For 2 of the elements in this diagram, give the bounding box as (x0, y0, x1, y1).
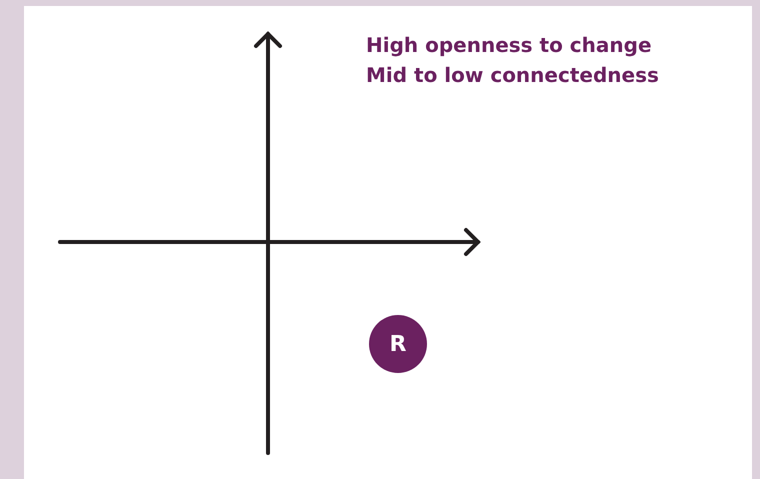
quadrant-label: Mid to low connectedness (366, 62, 659, 89)
quadrant-label: High openness to change (366, 32, 652, 59)
